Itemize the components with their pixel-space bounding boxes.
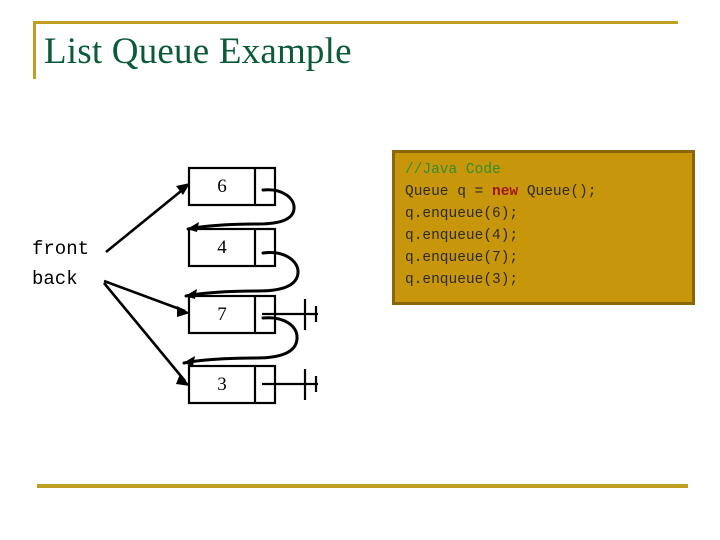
node-4 <box>187 227 277 268</box>
next-pointer-links <box>182 188 300 365</box>
code-line-enqueue-3: q.enqueue(3); <box>405 272 519 288</box>
title-rule-left <box>33 21 36 79</box>
front-pointer-arrowhead <box>176 183 190 195</box>
code-comment-line: //Java Code <box>405 162 501 178</box>
back-pointer-arrow-to-node-7 <box>103 279 186 313</box>
back-pointer-arrowhead-node-7 <box>177 306 190 317</box>
null-terminator-node-7 <box>262 299 318 330</box>
code-keyword-new: new <box>492 184 519 200</box>
page-title: List Queue Example <box>44 31 352 72</box>
node-6 <box>187 166 277 207</box>
back-pointer-arrowhead-node-3 <box>176 374 190 386</box>
code-line-declaration-prefix: Queue q = <box>405 184 493 200</box>
node-3 <box>187 364 277 405</box>
front-pointer-arrow <box>105 185 187 254</box>
null-terminator-node-3 <box>262 369 318 400</box>
back-pointer-label: back <box>32 268 78 290</box>
java-code-box: //Java Code Queue q = new Queue(); q.enq… <box>392 150 695 305</box>
java-code-text: //Java Code Queue q = new Queue(); q.enq… <box>405 159 692 291</box>
code-line-enqueue-4: q.enqueue(4); <box>405 228 519 244</box>
code-line-enqueue-7: q.enqueue(7); <box>405 250 519 266</box>
front-pointer-label: front <box>32 238 90 260</box>
back-pointer-arrow-to-node-3 <box>102 282 187 382</box>
footer-rule <box>37 484 688 488</box>
title-rule-top <box>33 21 678 24</box>
code-line-declaration-suffix: Queue(); <box>518 184 597 200</box>
code-line-enqueue-6: q.enqueue(6); <box>405 206 519 222</box>
next-pointer-arrowheads <box>183 222 199 366</box>
